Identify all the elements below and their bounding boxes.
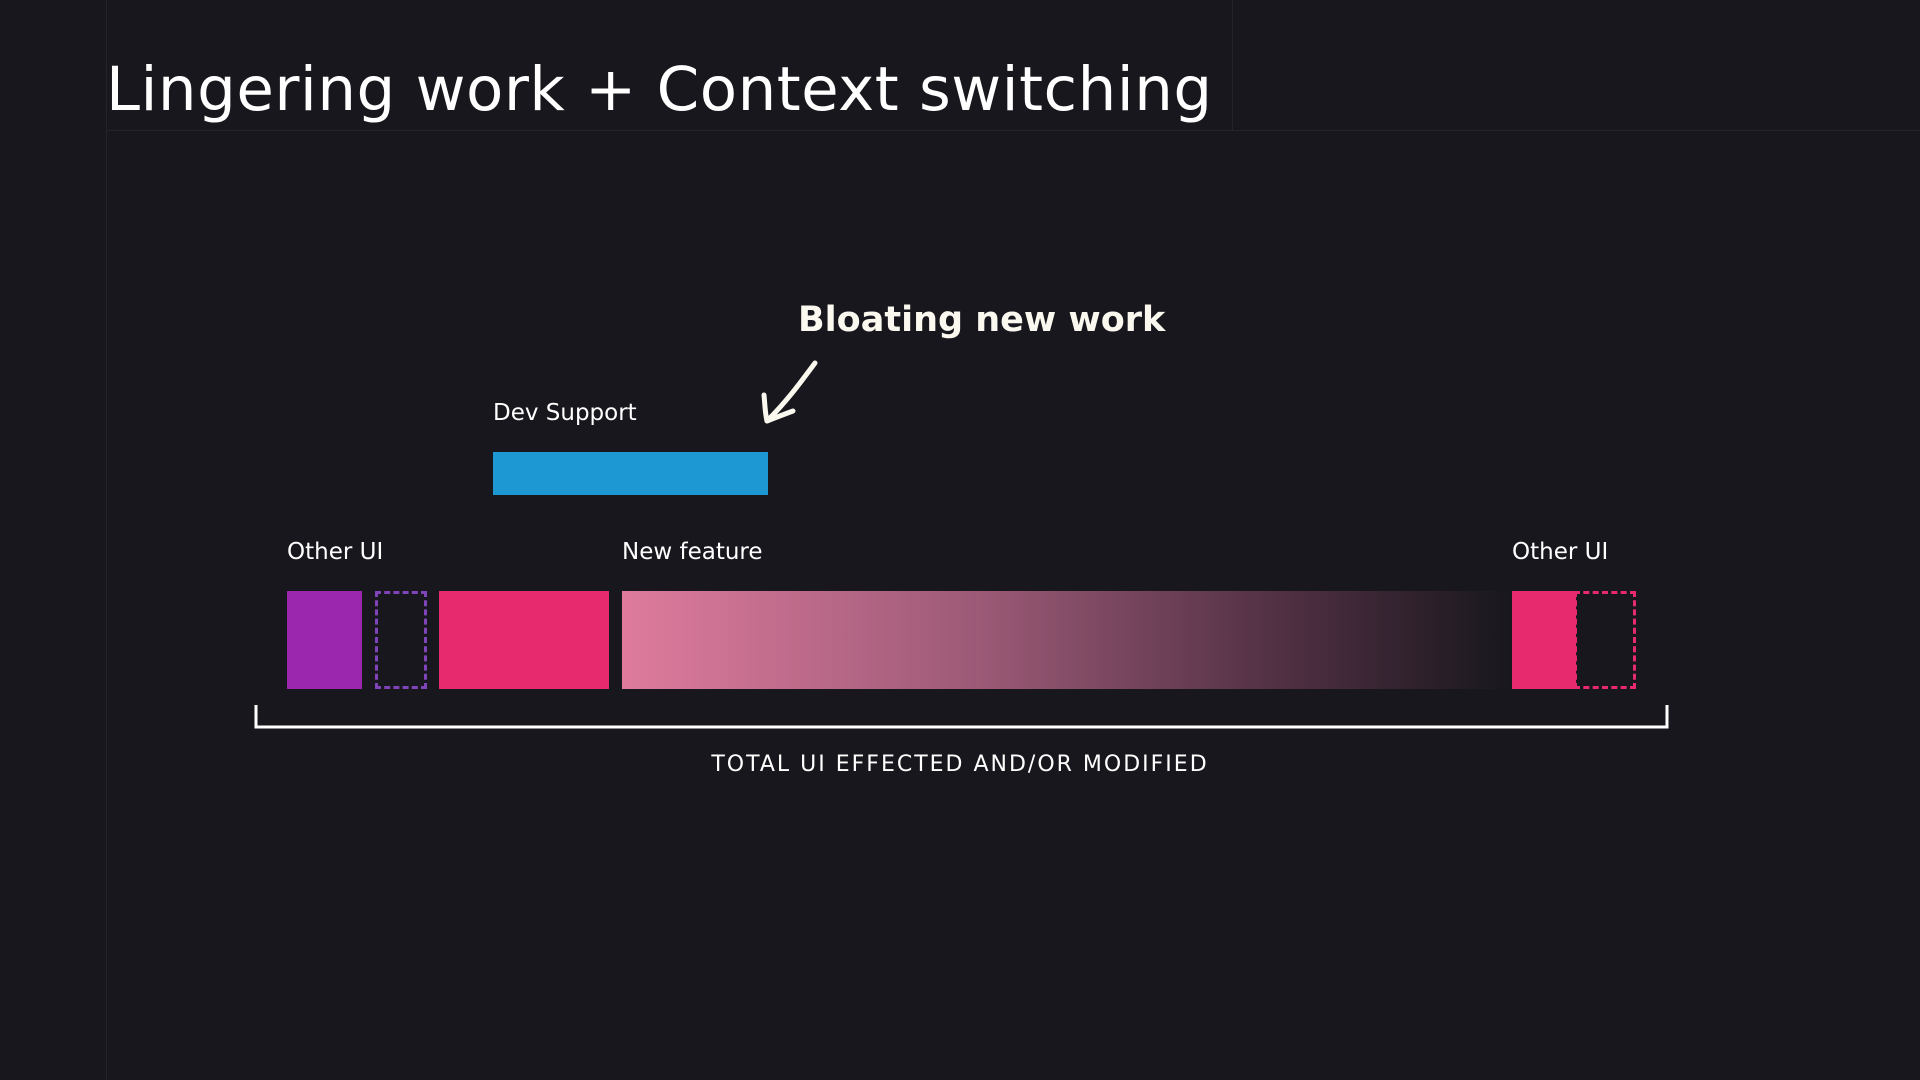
other-ui-left-bar xyxy=(287,591,362,689)
curved-arrow-icon xyxy=(761,360,818,424)
dev-support-bar xyxy=(493,452,768,495)
dev-support-label: Dev Support xyxy=(493,400,637,426)
other-ui-left-dashed-bar xyxy=(375,591,427,689)
other-ui-right-bar xyxy=(1512,591,1576,689)
other-ui-right-dashed-bar xyxy=(1574,591,1636,689)
total-caption: TOTAL UI EFFECTED AND/OR MODIFIED xyxy=(711,752,1209,777)
total-bracket-line xyxy=(254,705,1669,729)
new-feature-label: New feature xyxy=(622,539,763,565)
new-feature-bar xyxy=(622,591,1510,689)
lingering-work-bar xyxy=(439,591,609,689)
title-frame xyxy=(106,0,1233,130)
other-ui-right-label: Other UI xyxy=(1512,539,1609,565)
slide-title: Lingering work + Context switching xyxy=(106,54,1213,125)
annotation-text: Bloating new work xyxy=(798,300,1166,340)
other-ui-left-label: Other UI xyxy=(287,539,384,565)
layout-guide-vertical xyxy=(106,0,107,1080)
layout-guide-horizontal xyxy=(106,130,1920,131)
